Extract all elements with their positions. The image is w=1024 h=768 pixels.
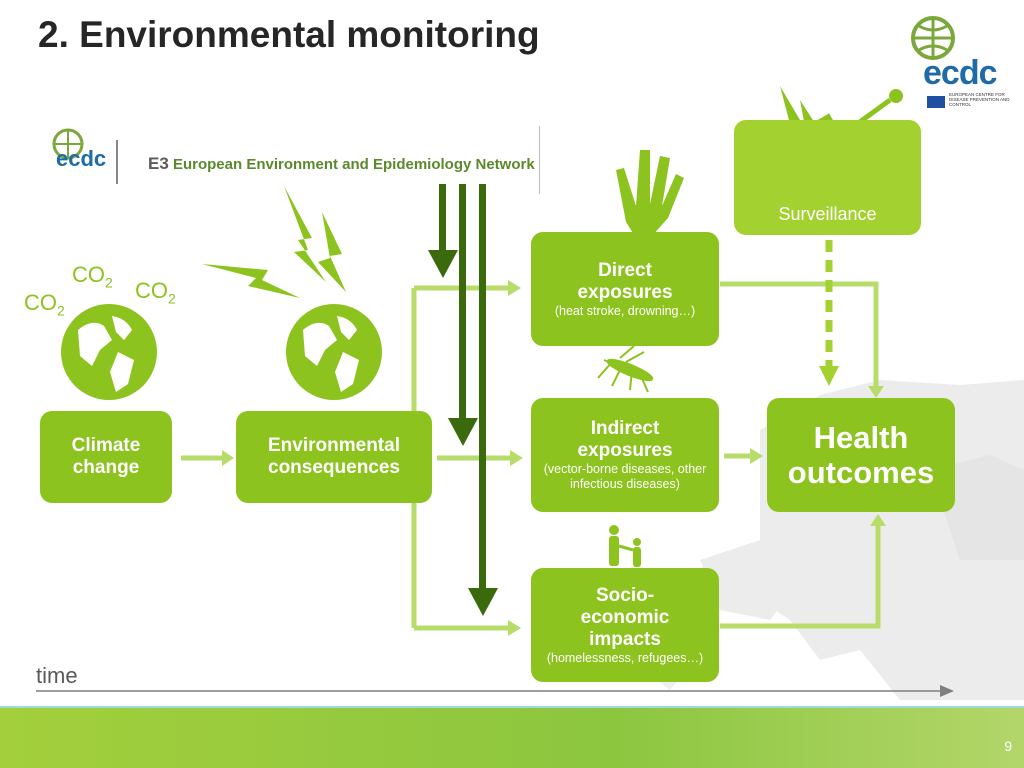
network-banner: ecdc (46, 126, 541, 194)
health-outcomes-box: Health outcomes (767, 398, 955, 512)
indirect-exposures-title: Indirect exposures (577, 418, 673, 461)
time-axis-arrow (36, 685, 954, 697)
climate-change-title: Climate change (71, 435, 141, 478)
socio-economic-box: Socio-economic impacts (homelessness, re… (531, 568, 719, 682)
socio-to-health (720, 526, 881, 629)
hand-icon (616, 150, 684, 238)
page-title: 2. Environmental monitoring (38, 14, 540, 55)
direct-exposures-detail: (heat stroke, drowning…) (554, 303, 696, 318)
arrowhead-health-bottom (870, 514, 886, 526)
arrowhead-climate-env (222, 450, 234, 466)
indirect-exposures-detail: (vector-borne diseases, other infectious… (543, 462, 707, 491)
ecdc-logo: ecdc EUROPEAN CENTRE FOR DISEASE PREVENT… (905, 12, 1015, 108)
surveillance-arrowhead (819, 366, 839, 386)
socio-economic-title: Socio-economic impacts (580, 584, 670, 650)
monitor-arrow-3-head (468, 588, 498, 616)
monitor-arrow-3-shaft (479, 184, 486, 594)
arrowhead-indirect-health (750, 448, 763, 464)
co2-label: CO2 (72, 262, 113, 291)
family-icon (609, 525, 641, 567)
globe-icon (52, 128, 84, 160)
environmental-consequences-title: Environmental consequences (268, 435, 400, 478)
direct-exposures-box: Direct exposures (heat stroke, drowning…… (531, 232, 719, 346)
surveillance-box (734, 120, 921, 235)
network-prefix: E3 (148, 154, 169, 173)
arrowhead-health-top (868, 386, 884, 398)
surveillance-label: Surveillance (778, 204, 877, 224)
logo-caption: EUROPEAN CENTRE FOR DISEASE PREVENTION A… (949, 92, 1010, 107)
time-label: time (36, 663, 78, 688)
co2-label: CO2 (135, 278, 176, 307)
socio-economic-detail: (homelessness, refugees…) (546, 650, 704, 665)
mosquito-icon (597, 345, 654, 393)
logo-text: ecdc (923, 54, 997, 92)
banner-logo-text: ecdc (56, 146, 107, 171)
banner-right-divider (539, 126, 540, 194)
co2-label: CO2 (24, 290, 65, 319)
monitor-arrow-1-head (428, 250, 458, 278)
network-name: E3 European Environment and Epidemiology… (148, 154, 535, 174)
page-number: 9 (1004, 738, 1012, 754)
eu-flag-icon (927, 96, 945, 108)
network-full-name: European Environment and Epidemiology Ne… (172, 156, 535, 173)
direct-exposures-title: Direct exposures (577, 259, 673, 303)
banner-divider (116, 140, 118, 184)
health-outcomes-title: Health outcomes (787, 420, 935, 490)
monitor-arrow-2-shaft (459, 184, 466, 424)
environmental-consequences-box: Environmental consequences (236, 411, 432, 503)
arrowhead-direct (508, 280, 521, 296)
indirect-exposures-box: Indirect exposures (vector-borne disease… (531, 398, 719, 512)
arrowhead-indirect (510, 450, 523, 466)
direct-to-health (720, 281, 879, 388)
monitor-arrow-2-head (448, 418, 478, 446)
globe-icon (61, 304, 157, 400)
arrowhead-socio (508, 620, 521, 636)
footer-bar (0, 708, 1024, 768)
monitor-arrow-1-shaft (439, 184, 446, 254)
climate-change-box: Climate change (40, 411, 172, 503)
globe-icon (911, 16, 955, 60)
globe-icon (286, 304, 382, 400)
lightning-icon (202, 186, 346, 298)
